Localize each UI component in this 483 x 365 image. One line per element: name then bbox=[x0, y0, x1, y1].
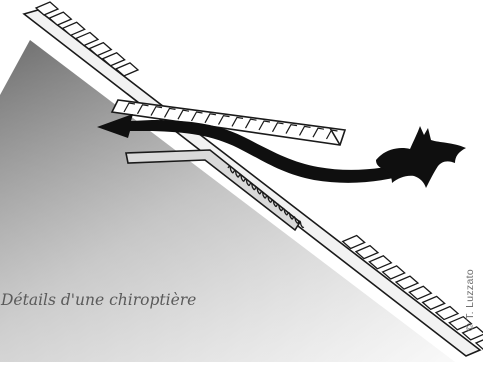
vent-ridge bbox=[150, 105, 163, 116]
vent-ridge bbox=[312, 127, 325, 138]
vent-ridge bbox=[285, 123, 298, 134]
roof-tile bbox=[114, 62, 140, 77]
roof-tile bbox=[434, 305, 460, 321]
vent-ridge bbox=[231, 116, 244, 127]
roof-tile bbox=[421, 295, 446, 311]
roof-tile bbox=[381, 265, 406, 280]
roof-tile bbox=[474, 339, 483, 350]
copyright-credit: © T. Luzzato bbox=[464, 269, 476, 331]
roof-tile bbox=[341, 234, 366, 250]
vent-ridge bbox=[190, 111, 203, 122]
vent-ridge bbox=[271, 122, 284, 133]
vent-ridge bbox=[123, 102, 136, 113]
vent-baffle-plate bbox=[125, 149, 302, 232]
vent-ridge bbox=[298, 125, 311, 136]
vent-ridge bbox=[217, 114, 230, 125]
roof-tile bbox=[448, 315, 473, 331]
roof-tile bbox=[394, 275, 420, 290]
vent-ridge bbox=[177, 109, 190, 120]
roof-tile bbox=[61, 21, 86, 37]
roof-tile bbox=[354, 244, 380, 260]
roof-tiles bbox=[34, 1, 483, 350]
bat-icon bbox=[376, 126, 466, 188]
vent-tile-cover bbox=[110, 99, 347, 146]
baffle-corrugation bbox=[227, 165, 305, 229]
vent-ridge bbox=[244, 118, 257, 129]
roof-tile bbox=[88, 41, 113, 57]
roof-tile bbox=[461, 326, 483, 341]
vent-ridge bbox=[163, 107, 176, 118]
vent-ridge bbox=[204, 113, 217, 124]
vent-ridge bbox=[258, 120, 271, 131]
roof-tile bbox=[101, 51, 126, 67]
roof-tile bbox=[408, 285, 433, 301]
vent-ridge bbox=[136, 104, 149, 115]
roof-tile bbox=[48, 11, 73, 26]
roof-tile bbox=[368, 255, 393, 270]
attic-shading-fade bbox=[0, 40, 455, 362]
figure-caption: Détails d'une chiroptière bbox=[1, 291, 197, 309]
roof-tile bbox=[74, 31, 100, 47]
flight-path-arrow bbox=[97, 114, 398, 183]
roof-tile bbox=[34, 1, 60, 16]
